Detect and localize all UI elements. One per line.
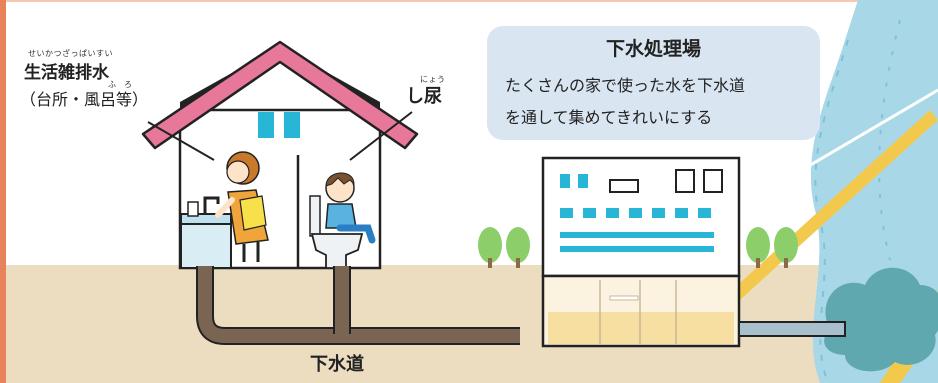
treatment-plant-desc-line2: を通して集めてきれいにする bbox=[505, 108, 713, 127]
wastewater-ruby: せいかつざっぱいすい bbox=[28, 49, 113, 58]
top-border bbox=[0, 0, 938, 2]
wastewater-sublabel: （台所・風呂等） bbox=[20, 90, 149, 109]
sewer-label: 下水道 bbox=[310, 354, 364, 375]
pointer-line-toilet bbox=[349, 111, 413, 161]
treatment-plant bbox=[541, 156, 741, 348]
ruby-fu: ふ bbox=[108, 80, 117, 89]
trees-left bbox=[478, 227, 530, 268]
sewer-pipe-main bbox=[198, 266, 520, 343]
left-border bbox=[0, 0, 6, 383]
treatment-plant-callout: 下水処理場 たくさんの家で使った水を下水道 を通して集めてきれいにする bbox=[487, 26, 820, 140]
human-waste-label: し尿 bbox=[406, 86, 442, 107]
sea-bush bbox=[824, 267, 938, 372]
light-beam-1 bbox=[708, 110, 938, 318]
trees-right bbox=[746, 227, 798, 268]
ruby-ro: ろ bbox=[124, 80, 133, 89]
kitchen-sink bbox=[180, 196, 232, 269]
wastewater-label: 生活雑排水 bbox=[24, 63, 109, 83]
treatment-plant-title: 下水処理場 bbox=[605, 38, 701, 60]
outfall-pipe bbox=[738, 321, 846, 337]
woman-figure bbox=[215, 151, 269, 262]
human-waste-ruby: にょう bbox=[420, 75, 446, 84]
pointer-line-wastewater bbox=[147, 121, 215, 161]
boy-figure bbox=[325, 172, 376, 244]
treatment-plant-desc-line1: たくさんの家で使った水を下水道 bbox=[505, 76, 746, 95]
